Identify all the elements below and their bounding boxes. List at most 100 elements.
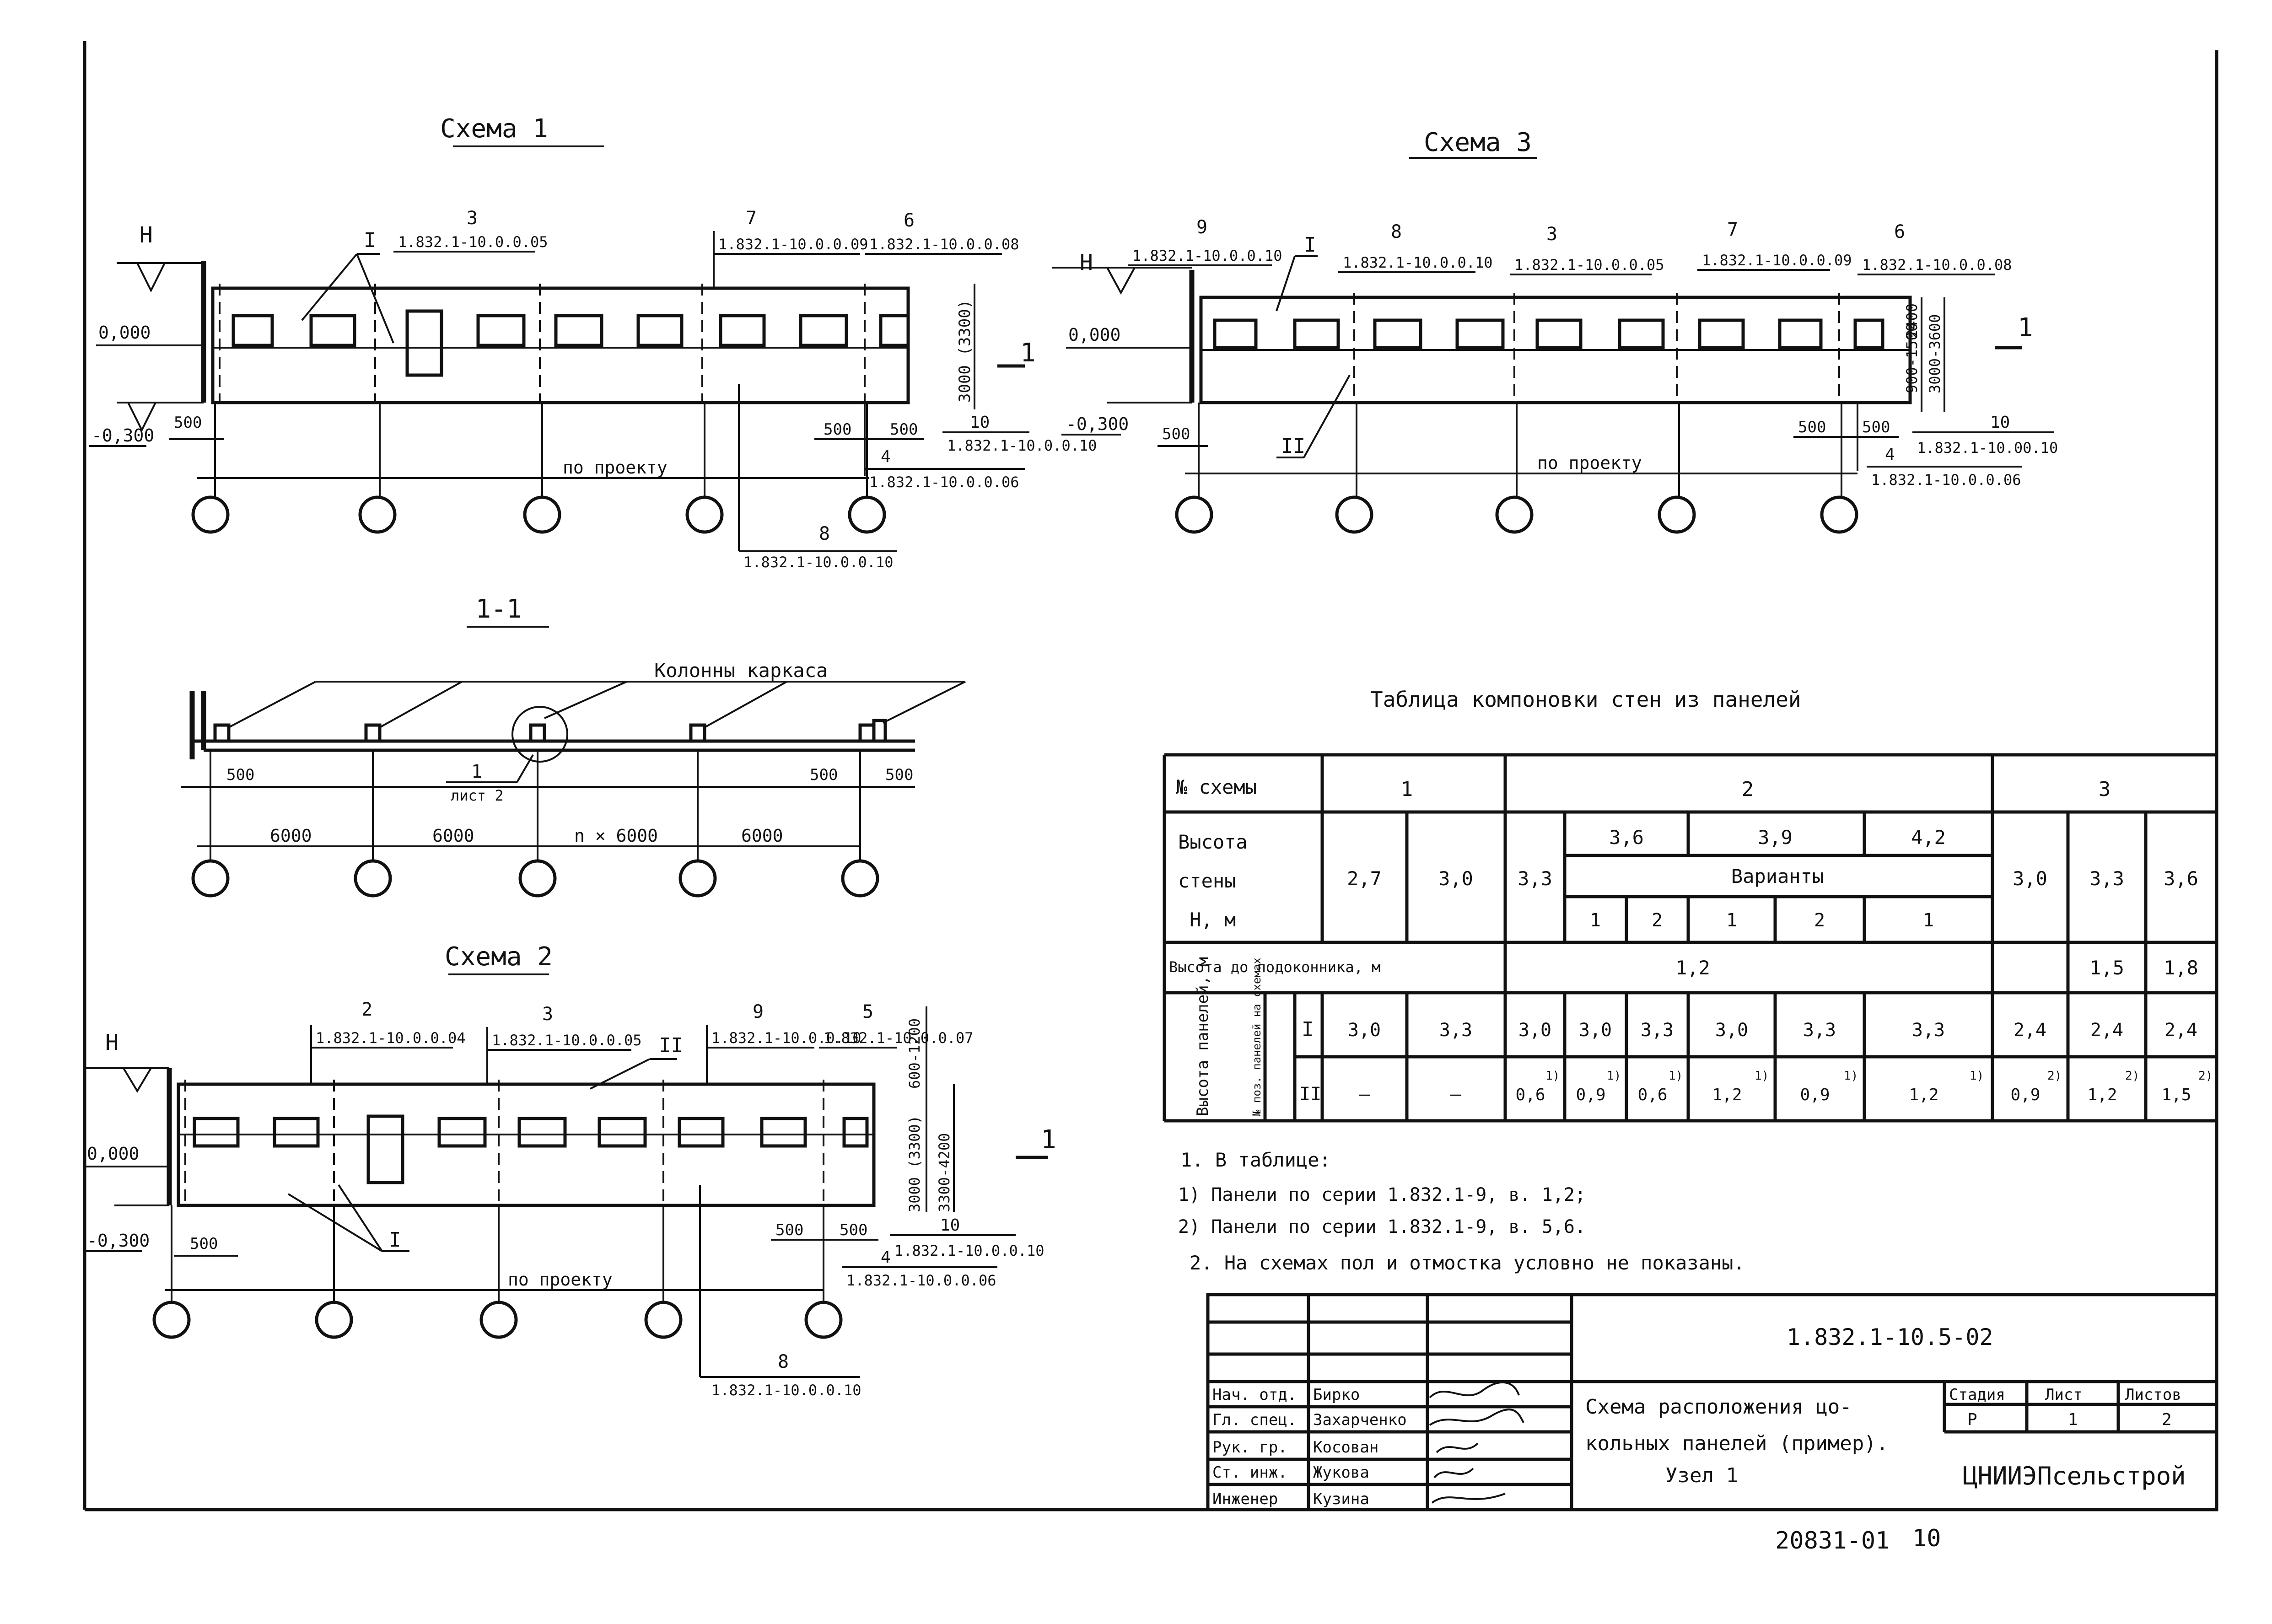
scheme-1-code-4: 1.832.1-10.0.0.06 [869,473,1019,491]
scheme-3-dim-2400: 2400 [1903,303,1921,339]
scheme-2-code-5: 1.832.1-10.0.0.07 [824,1029,974,1047]
title-sheet-header: Лист [2045,1386,2083,1404]
scheme-3-ref-10: 10 [1990,413,2010,432]
scheme-3-code-7: 1.832.1-10.0.0.09 [1702,252,1852,269]
section-leaders [228,681,966,728]
svg-text:2,4: 2,4 [2014,1020,2046,1041]
table-wall-heights: 2,7 3,0 3,3 3,6 3,9 4,2 3,0 3,3 3,6 [1347,826,2198,890]
scheme-3-by-project: по проекту [1537,453,1642,473]
note-2: 2. На схемах пол и отмостка условно не п… [1190,1252,1745,1274]
svg-text:3,0: 3,0 [2013,867,2047,890]
svg-text:3,3: 3,3 [1803,1020,1836,1041]
scheme-2-title: Схема 2 [445,942,553,972]
svg-text:Рук. гр.: Рук. гр. [1212,1438,1287,1457]
svg-text:3,0: 3,0 [1715,1020,1748,1041]
scheme-1-axes [191,403,886,534]
svg-text:2: 2 [1814,910,1825,931]
scheme-2-code-9: 1.832.1-10.0.0.10 [711,1029,861,1047]
scheme-3-cut-mark: 1 [2018,313,2033,343]
title-org: ЦНИИЭПсельстрой [1963,1462,2186,1490]
table-roman-I: I [1302,1018,1314,1041]
scheme-3-ref-7: 7 [1727,219,1738,240]
scheme-2-ref-2: 2 [361,999,372,1020]
table-roman-II: II [1299,1084,1321,1105]
section-node-number: 1 [471,761,482,782]
scheme-1-ref-8: 8 [819,523,830,544]
footer-doc-number: 20831-01 [1775,1527,1890,1554]
table-wall-h-3: H, м [1190,909,1236,931]
table-panels-header: Высота панелей, м [1194,957,1212,1116]
svg-text:3,3: 3,3 [1518,867,1552,890]
svg-text:2,4: 2,4 [2164,1020,2197,1041]
scheme-3-dim-range: 3000-3600 [1926,314,1944,393]
note-1-2: 2) Панели по серии 1.832.1-9, в. 5,6. [1178,1216,1586,1237]
scheme-3-roman-II: II [1281,435,1305,458]
title-line-1: Схема расположения цо- [1585,1395,1852,1419]
svg-text:1): 1) [1755,1069,1769,1083]
svg-text:—: — [1450,1084,1462,1105]
svg-text:1: 1 [1726,910,1737,931]
title-line-2: кольных панелей (пример). [1585,1432,1888,1455]
scheme-3-title: Схема 3 [1424,128,1532,157]
scheme-2-h-label: H [105,1030,118,1055]
svg-text:Бирко: Бирко [1313,1386,1360,1404]
svg-text:3,6: 3,6 [2164,867,2198,890]
scheme-1-roman-I: I [364,229,376,252]
svg-text:1): 1) [1607,1069,1621,1083]
svg-text:0,9: 0,9 [1800,1086,1830,1104]
section-axes [191,750,879,898]
svg-text:—: — [1359,1084,1370,1105]
scheme-2-ref-9: 9 [753,1001,764,1022]
scheme-1-ref-4: 4 [881,447,891,466]
svg-text:0,6: 0,6 [1515,1086,1545,1104]
table-row-I: 3,0 3,3 3,0 3,0 3,3 3,0 3,3 3,3 2,4 2,4 … [1348,1020,2197,1041]
title-sheet: 1 [2068,1410,2078,1429]
title-block: 1.832.1-10.5-02 Схема расположения цо- к… [1206,1293,2218,1511]
title-sheets-header: Листов [2125,1386,2181,1404]
scheme-2-ref-10: 10 [940,1216,960,1235]
svg-text:3,3: 3,3 [2089,867,2124,890]
scheme-2-roman-I: I [389,1228,401,1252]
section-dim-500-right: 500 [885,766,913,784]
scheme-1-ref-6: 6 [904,210,915,231]
scheme-2-roman-II: II [659,1034,683,1057]
svg-text:0,6: 0,6 [1637,1086,1667,1104]
scheme-2-code-8: 1.832.1-10.0.0.10 [711,1382,861,1399]
footer-page-number: 10 [1912,1525,1941,1552]
scheme-2-code-3: 1.832.1-10.0.0.05 [492,1032,642,1049]
scheme-2-code-10: 1.832.1-10.0.0.10 [894,1242,1044,1259]
scheme-1-title: Схема 1 [440,114,548,144]
section-span-4: 6000 [741,826,783,846]
scheme-1-ref-7: 7 [746,208,757,229]
table-sill-3: 1,8 [2164,957,2198,979]
scheme-1-dim-height: 3000 (3300) [956,300,974,403]
scheme-2-code-2: 1.832.1-10.0.0.04 [316,1029,466,1047]
table-pos-header: № поз. панелей на схемах [1250,957,1263,1116]
svg-text:1,2: 1,2 [1909,1086,1938,1104]
svg-text:3,6: 3,6 [1609,826,1644,849]
svg-text:0,9: 0,9 [2010,1086,2040,1104]
scheme-1-code-8: 1.832.1-10.0.0.10 [743,554,894,571]
scheme-1-dim-500-mid: 500 [824,420,851,439]
table-sill-1: 1,2 [1675,957,1710,979]
svg-text:Косован: Косован [1313,1438,1378,1457]
svg-text:1): 1) [1545,1069,1560,1083]
svg-text:3,0: 3,0 [1438,867,1473,890]
table-variant-nums: 1 2 1 2 1 [1590,910,1934,931]
notes: 1. В таблице: 1) Панели по серии 1.832.1… [1178,1149,1745,1274]
table-header-scheme: № схемы [1176,776,1257,798]
scheme-3-dim-500-right: 500 [1862,418,1890,436]
table-wall-h-2: стены [1178,870,1236,892]
scheme-3-ref-6: 6 [1894,221,1905,242]
scheme-2-ref-3: 3 [542,1004,553,1025]
scheme-2: Схема 2 H 0,000 -0,300 2 1.832.1- [85,942,1056,1399]
scheme-1-code-10: 1.832.1-10.0.0.10 [947,437,1097,454]
scheme-2-code-4: 1.832.1-10.0.0.06 [846,1272,996,1289]
svg-text:1,2: 1,2 [2087,1086,2117,1104]
svg-text:3,0: 3,0 [1579,1020,1612,1041]
scheme-1-h-label: H [140,222,153,248]
table-grid [1163,753,2217,1123]
scheme-3-ref-9: 9 [1196,217,1207,238]
scheme-2-level-0: 0,000 [87,1144,139,1164]
